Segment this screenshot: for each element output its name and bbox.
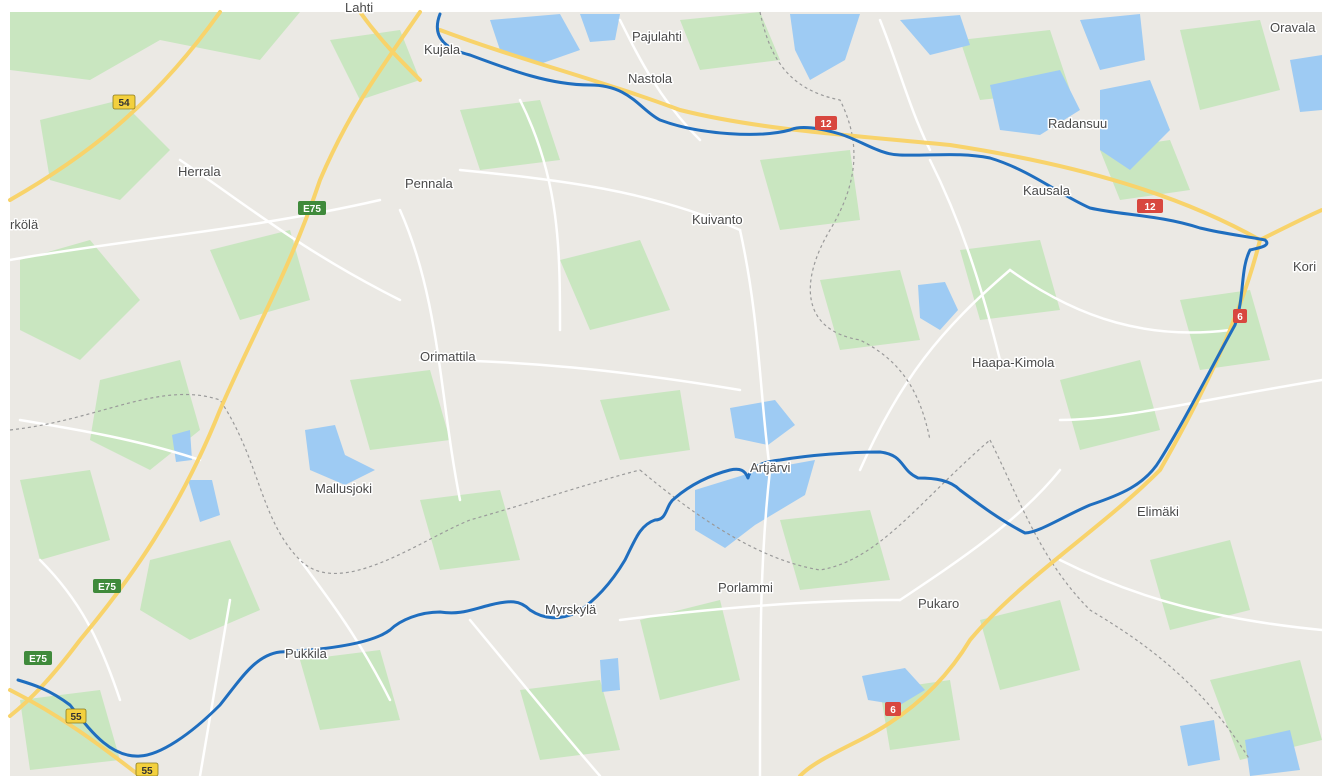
shield-6-south: 6 [885,702,901,716]
svg-text:E75: E75 [303,204,321,215]
label-korkola: rkölä [10,217,39,232]
highway-6 [798,238,1262,776]
label-nastola: Nastola [628,71,673,86]
highway-lahti-spur [358,10,422,82]
label-herrala: Herrala [178,164,221,179]
svg-text:54: 54 [118,98,130,109]
label-haapa-kimola: Haapa-Kimola [972,355,1055,370]
shield-55-upper: 55 [65,708,87,724]
road-shields: 54 E75 E75 E75 12 12 6 6 [24,94,1247,776]
svg-text:12: 12 [820,119,832,130]
place-labels: Lahti Kujala Pajulahti Nastola Oravala R… [9,0,1318,663]
label-kori: Kori [1293,259,1316,274]
label-kuivanto: Kuivanto [692,212,743,227]
label-lahti: Lahti [345,0,373,15]
municipal-border [9,11,1251,761]
svg-text:55: 55 [70,712,82,723]
label-mallusjoki: Mallusjoki [315,481,372,496]
label-radansuu: Radansuu [1048,116,1107,131]
shield-55-lower: 55 [135,762,159,776]
shield-e75-north: E75 [298,201,326,215]
shield-6-north: 6 [1233,309,1247,323]
shield-e75-south: E75 [24,651,52,665]
label-kujala: Kujala [424,42,461,57]
label-pukaro: Pukaro [918,596,959,611]
highway-e75 [8,10,422,718]
highway-55 [8,688,142,776]
label-pajulahti: Pajulahti [632,29,682,44]
route-line[interactable] [16,12,1269,758]
label-orimattila: Orimattila [420,349,476,364]
label-pukkila: Pukkila [285,646,328,661]
forest-areas [10,12,1322,770]
svg-text:55: 55 [141,766,153,776]
shield-54: 54 [112,94,136,110]
shield-12-east: 12 [1137,199,1163,213]
svg-text:E75: E75 [98,582,116,593]
highway-54 [8,10,222,202]
minor-roads [8,18,1322,776]
svg-text:6: 6 [890,705,896,716]
label-artjarvi: Artjärvi [750,460,791,475]
label-kausala: Kausala [1023,183,1071,198]
label-porlammi: Porlammi [718,580,773,595]
svg-text:E75: E75 [29,654,47,665]
svg-text:12: 12 [1144,202,1156,213]
lakes [172,14,1322,776]
shield-e75-mid: E75 [93,579,121,593]
label-pennala: Pennala [405,176,453,191]
label-oravala: Oravala [1270,20,1316,35]
label-myrskyla: Myrskylä [545,602,597,617]
svg-text:6: 6 [1237,312,1243,323]
shield-12-west: 12 [815,116,837,130]
label-elimaki: Elimäki [1137,504,1179,519]
